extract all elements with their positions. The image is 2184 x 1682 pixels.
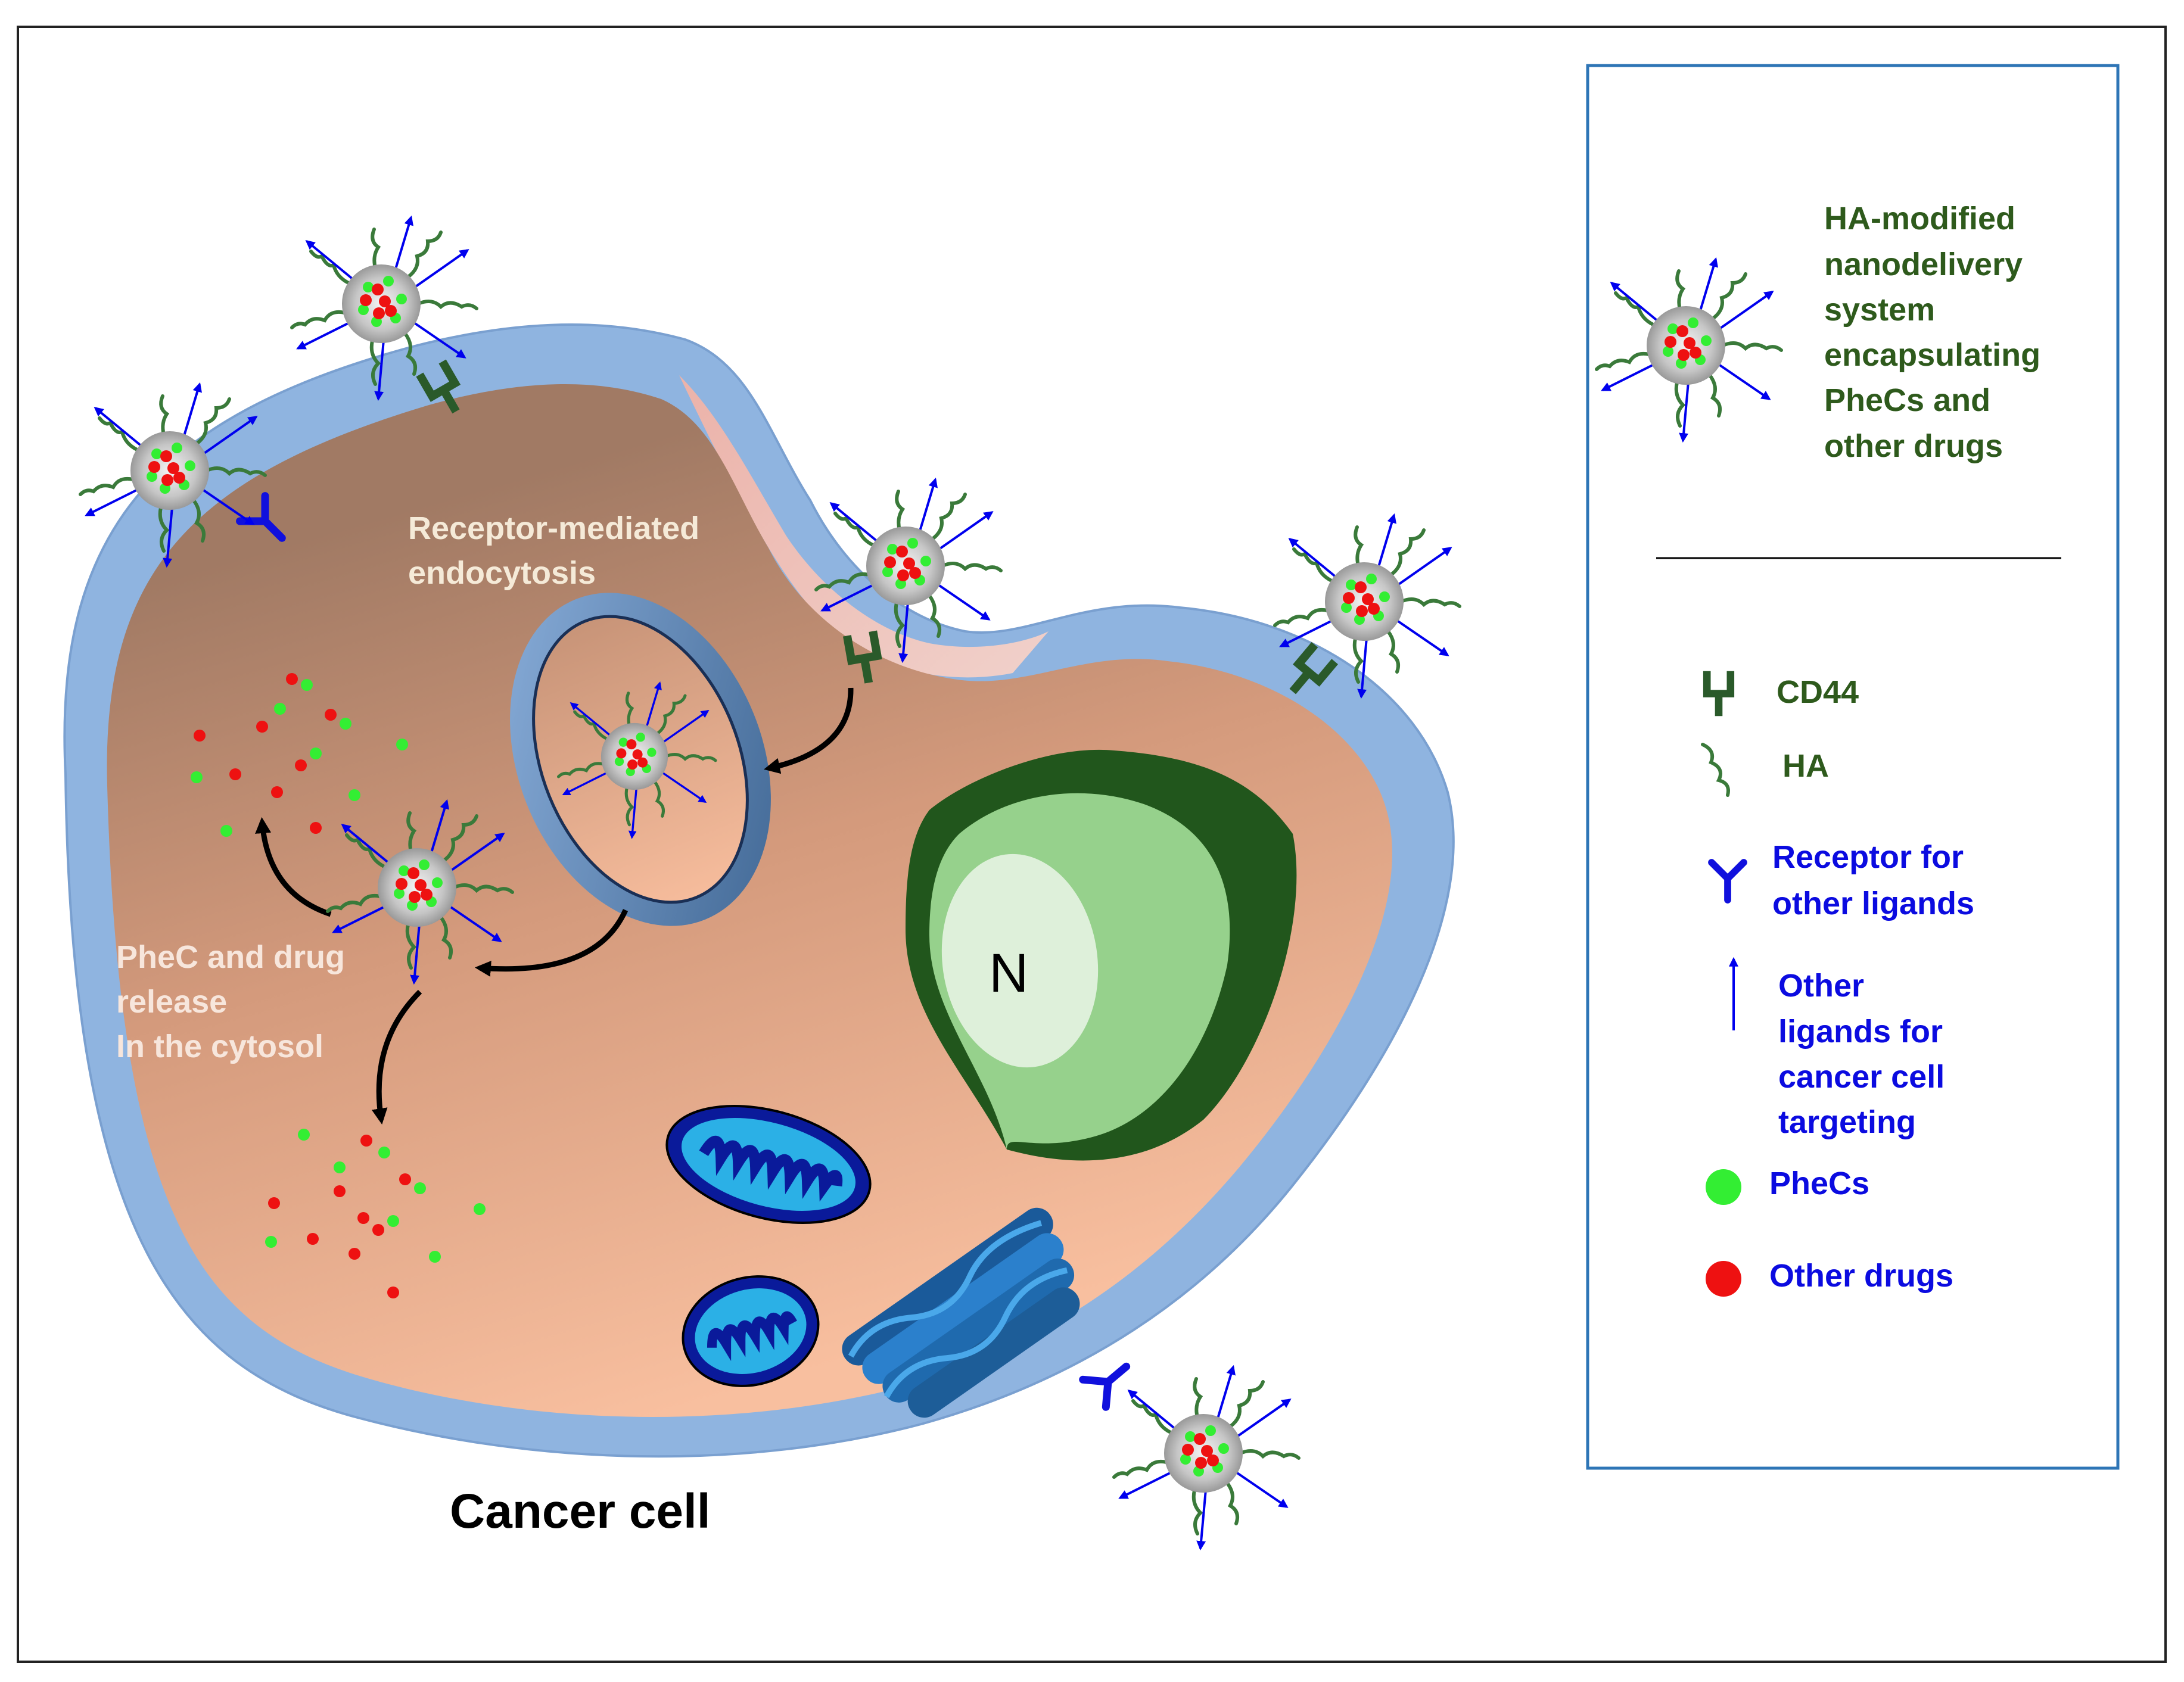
legend-ha-label: HA	[1782, 748, 1829, 784]
legend-phecs-icon	[1706, 1169, 1741, 1205]
membrane-invagination	[679, 375, 1049, 678]
label-cancer-cell: Cancer cell	[450, 1484, 711, 1538]
legend-ligand-line-4: targeting	[1778, 1104, 1916, 1140]
label-release-3: In the cytosol	[116, 1029, 323, 1064]
cancer-cell	[63, 323, 1455, 1458]
golgi-apparatus	[842, 1207, 1080, 1418]
nucleolus	[941, 854, 1099, 1068]
arrow-release-down	[371, 989, 422, 1125]
label-release-1: PheC and drug	[116, 939, 345, 975]
legend-ligand-line-2: ligands for	[1778, 1014, 1943, 1049]
legend-receptor-line-2: other ligands	[1772, 886, 1974, 921]
legend-nanosystem-line-2: nanodelivery	[1824, 247, 2023, 282]
mitochondrion-large	[665, 1104, 872, 1225]
arrow-endosome-to-cytosol	[474, 909, 629, 977]
legend-nanosystem-text: HA-modified nanodelivery system encapsul…	[1824, 201, 2040, 464]
legend-receptor-line-1: Receptor for	[1772, 839, 1964, 875]
outer-frame	[17, 26, 2167, 1663]
nanoparticle-bottom	[1114, 1367, 1299, 1549]
label-release-2: release	[116, 984, 227, 1020]
legend-nanosystem-line-3: system	[1824, 292, 1935, 328]
label-nucleus: N	[989, 943, 1028, 1004]
legend-ligand-line-1: Other	[1778, 968, 1864, 1004]
legend-cd44-label: CD44	[1777, 674, 1859, 710]
legend-box	[1586, 64, 2120, 1470]
legend-phecs-label: PheCs	[1769, 1166, 1869, 1201]
legend-nanosystem-line-4: encapsulating	[1824, 337, 2040, 373]
label-endocytosis-2: endocytosis	[408, 555, 596, 591]
released-drugs-upper	[191, 673, 408, 837]
label-endocytosis-1: Receptor-mediated	[408, 510, 699, 546]
legend-nanosystem-line-6: other drugs	[1824, 428, 2003, 464]
legend-ligand-line-3: cancer cell	[1778, 1059, 1945, 1095]
legend-nanosystem-line-1: HA-modified	[1824, 201, 2015, 236]
legend-ha-icon	[1701, 743, 1730, 797]
ligand-receptor-bottom	[1083, 1353, 1138, 1407]
legend-nanosystem-line-5: PheCs and	[1824, 382, 1990, 418]
released-drugs-lower	[265, 1129, 486, 1298]
legend-panel: HA-modified nanodelivery system encapsul…	[1586, 64, 2120, 1470]
mitochondrion-small	[682, 1275, 820, 1387]
arrow-release-up	[255, 817, 332, 917]
legend-drugs-icon	[1706, 1261, 1741, 1297]
legend-drugs-label: Other drugs	[1769, 1258, 1953, 1294]
arrow-into-endosome	[764, 687, 854, 774]
